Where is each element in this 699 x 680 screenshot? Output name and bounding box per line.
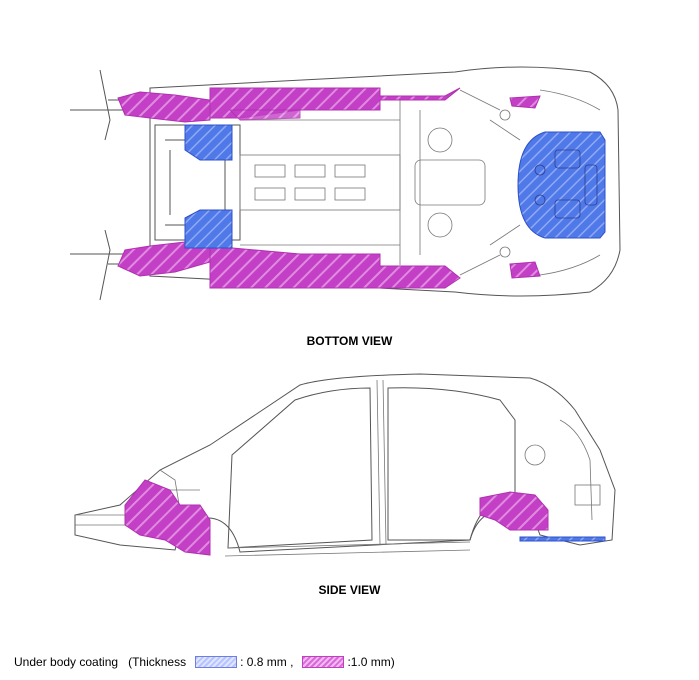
bottom-coating-1-0mm-center-upper bbox=[228, 109, 301, 121]
bottom-coating-0-8mm-front-lower bbox=[184, 209, 233, 249]
bottom-view-caption: BOTTOM VIEW bbox=[306, 334, 393, 348]
bottom-body-outline bbox=[149, 66, 621, 297]
side-rear-door-opening bbox=[387, 387, 516, 541]
legend-prefix: Under body coating bbox=[14, 655, 119, 669]
side-front-door-opening bbox=[227, 387, 373, 549]
side-view-caption: SIDE VIEW bbox=[318, 583, 381, 597]
bottom-coating-1-0mm-front-upper bbox=[117, 91, 211, 123]
bottom-coating-1-0mm-rear-upper bbox=[509, 95, 541, 109]
bottom-rear-floor-details bbox=[534, 149, 598, 219]
bottom-floor-details bbox=[239, 89, 601, 276]
legend-blue-value: : 0.8 mm , bbox=[240, 655, 294, 669]
side-view bbox=[74, 373, 616, 557]
legend-swatch-0-8mm bbox=[195, 656, 238, 668]
bottom-coating-0-8mm-front-upper bbox=[184, 124, 233, 161]
bottom-front-rails bbox=[70, 69, 150, 301]
legend-swatch-1-0mm bbox=[302, 656, 345, 668]
bottom-coating-0-8mm-rear-floor bbox=[517, 131, 606, 239]
bottom-coating-1-0mm-rear-lower bbox=[509, 261, 541, 279]
legend-magenta-value: :1.0 mm) bbox=[347, 655, 395, 669]
coating-legend: Under body coating (Thickness : 0.8 mm ,… bbox=[14, 654, 395, 670]
side-coating-0-8mm-rear-strip bbox=[519, 536, 606, 542]
bottom-coating-1-0mm-lower-rocker bbox=[209, 245, 461, 289]
bottom-view bbox=[70, 66, 621, 301]
side-coating-1-0mm-rear-wheelhouse bbox=[479, 491, 549, 531]
side-structure-details bbox=[75, 379, 601, 557]
legend-open: (Thickness bbox=[128, 655, 187, 669]
side-coating-1-0mm-front-wheelhouse bbox=[124, 479, 211, 556]
